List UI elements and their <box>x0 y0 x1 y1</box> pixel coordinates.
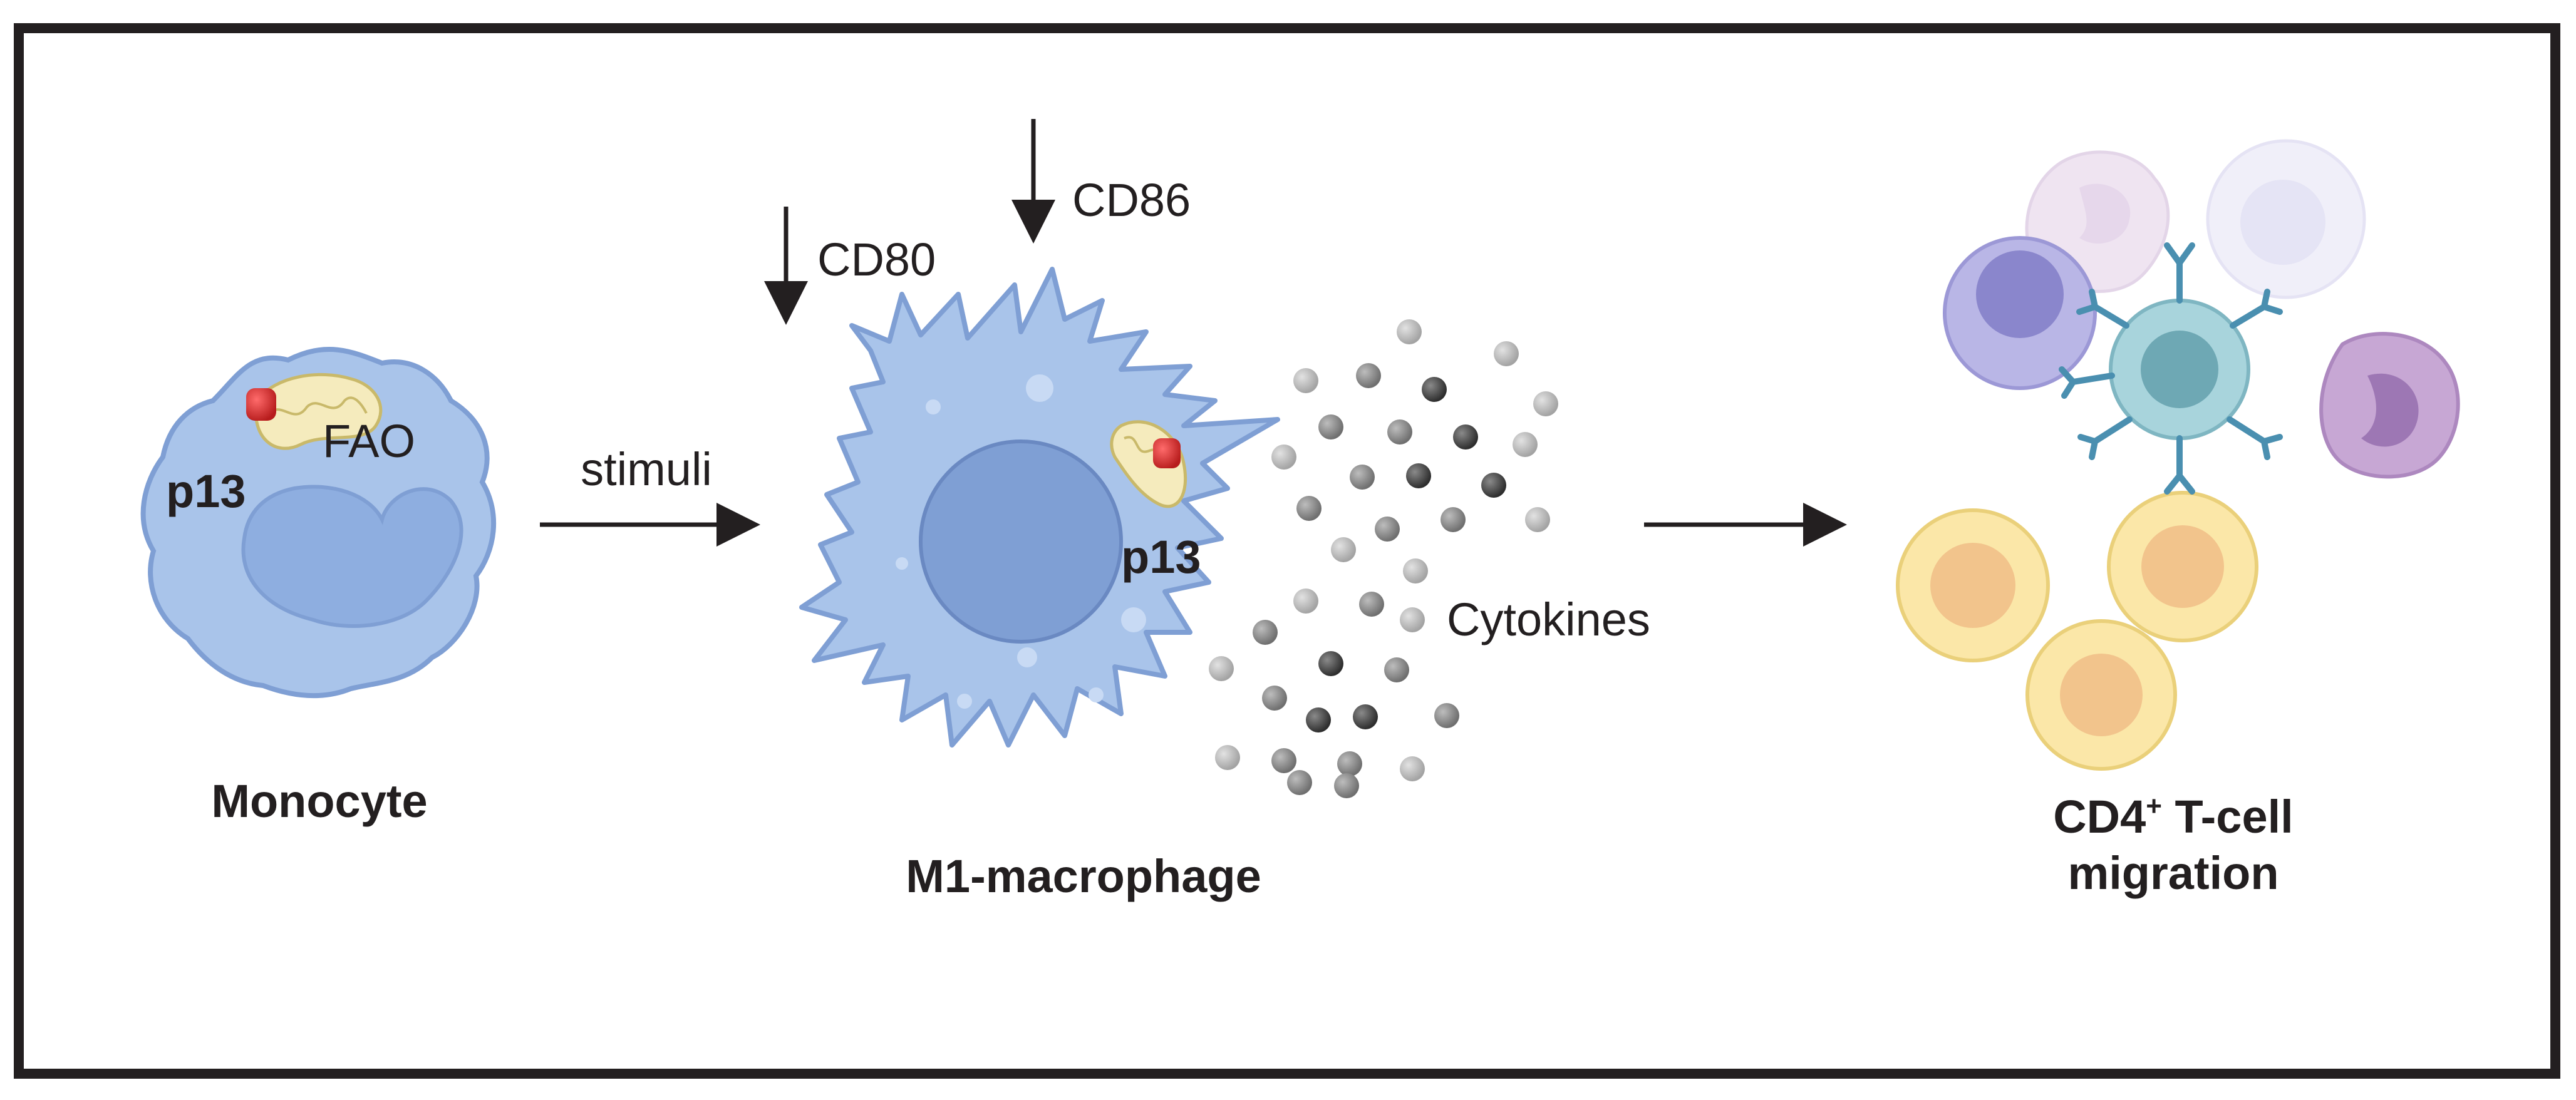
cd86-label: CD86 <box>1072 174 1191 226</box>
tcell-text: T-cell <box>2162 791 2294 843</box>
cytokine-dot <box>1334 773 1359 798</box>
cytokine-dot <box>1356 363 1381 388</box>
cytokine-dot <box>1441 507 1466 532</box>
cytokine-dot <box>1215 745 1240 770</box>
cytokine-dot <box>1353 704 1378 729</box>
yellow-cell-left <box>1896 508 2050 662</box>
macrophage-vesicles <box>896 374 1146 709</box>
cytokine-dot <box>1271 748 1296 773</box>
p13-label-macrophage: p13 <box>1121 531 1201 583</box>
cytokine-dot <box>1350 465 1375 490</box>
cd4-text: CD4 <box>2053 791 2146 843</box>
yellow-cell-right <box>2107 491 2258 642</box>
cytokine-dot <box>1406 463 1431 488</box>
cytokine-dot <box>1397 319 1422 344</box>
macrophage-cell: p13 <box>799 267 1280 748</box>
cytokine-dot <box>1287 770 1312 795</box>
monocyte-label: Monocyte <box>211 775 427 827</box>
cytokine-dot <box>1453 424 1478 450</box>
p13-marker-macrophage <box>1153 438 1181 468</box>
cytokine-dot <box>1209 656 1234 681</box>
cytokine-dot <box>1293 589 1318 614</box>
tcell-cluster <box>1896 139 2460 771</box>
cytokine-dot <box>1403 558 1428 583</box>
cytokine-cloud <box>1209 319 1558 798</box>
cytokine-dot <box>1434 703 1459 728</box>
antibody-receptors <box>2059 242 2283 495</box>
cytokine-dot <box>1318 414 1343 439</box>
cytokine-dot <box>1318 651 1343 676</box>
cytokine-dot <box>1359 592 1384 617</box>
cytokine-dot <box>1306 707 1331 732</box>
purple-lymphocyte-cell <box>1943 236 2097 390</box>
cytokine-dot <box>1271 445 1296 470</box>
cytokine-dot <box>1481 473 1506 498</box>
cytokine-dot <box>1422 377 1447 402</box>
cytokine-dot <box>1384 657 1409 682</box>
cytokine-dot <box>1387 419 1412 445</box>
cytokine-dot <box>1331 537 1356 562</box>
cytokine-dot <box>1494 341 1519 366</box>
cytokine-dot <box>1337 751 1362 776</box>
mitochondrion-monocyte <box>254 373 383 450</box>
cd80-label: CD80 <box>817 234 936 285</box>
cytokines-label: Cytokines <box>1447 594 1650 645</box>
m1-macrophage-label: M1-macrophage <box>906 850 1261 902</box>
cytokine-dot <box>1375 517 1400 542</box>
yellow-cell-bottom <box>2025 619 2177 771</box>
stimuli-label: stimuli <box>581 443 712 495</box>
cytokine-dot <box>1253 620 1278 645</box>
cytokine-dot <box>1533 391 1558 416</box>
cd4-tcell-migration-label-line2: migration <box>2067 847 2279 899</box>
fao-label: FAO <box>323 415 415 467</box>
cd4-tcell-migration-label-line1: CD4+ T-cell <box>2053 791 2294 843</box>
faint-lymphocyte-cell <box>2206 139 2366 299</box>
cd4-superscript: + <box>2146 791 2162 821</box>
cytokine-dot <box>1400 756 1425 781</box>
cd4-tcell <box>2109 299 2250 440</box>
cytokine-dot <box>1525 507 1550 532</box>
p13-marker-monocyte <box>246 388 276 421</box>
cytokine-dot <box>1513 432 1538 457</box>
cytokine-dot <box>1296 496 1322 521</box>
cytokine-dot <box>1293 368 1318 393</box>
purple-monocyte-cell <box>2319 332 2460 479</box>
p13-label-monocyte: p13 <box>166 465 246 517</box>
monocyte-cell: p13 FAO <box>140 347 497 699</box>
cytokine-dot <box>1262 686 1287 711</box>
monocyte-nucleus <box>241 485 463 628</box>
macrophage-nucleus <box>919 439 1123 644</box>
cytokine-dot <box>1400 607 1425 632</box>
